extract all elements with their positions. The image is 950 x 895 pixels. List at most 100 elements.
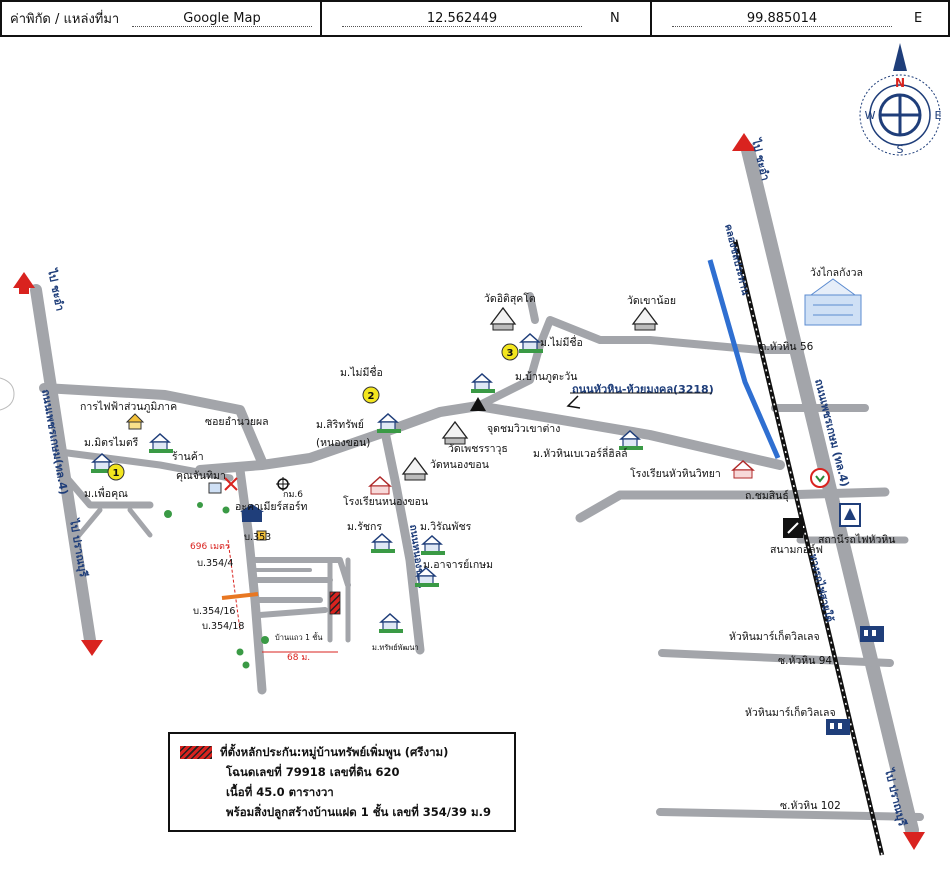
- label-ban-taeo: บ้านแถว 1 ชั้น: [275, 632, 322, 642]
- svg-text:1: 1: [113, 468, 120, 479]
- label-mai-mi-chue-1: ม.ไม่มีชื่อ: [340, 365, 383, 379]
- house-icon: [148, 433, 174, 454]
- label-hua-hin-belvedere: ม.หัวหินเบเวอร์ลี่ฮิลล์: [533, 446, 628, 460]
- label-achan-kasem: ม.อาจารย์เกษม: [423, 558, 493, 571]
- fuel-icon: [810, 468, 830, 488]
- marker-1: 1: [107, 463, 125, 481]
- label-wang-klai-kangwon: วังไกลกังวล: [810, 266, 863, 279]
- chomsin-road: [575, 487, 890, 523]
- label-b354-16: บ.354/16: [193, 606, 235, 617]
- numbered-markers: 1 2 3: [107, 343, 519, 481]
- direction-arrows: [13, 133, 925, 850]
- market-icon: [826, 719, 850, 735]
- palace-icon: [804, 278, 862, 326]
- label-akhane: อะคาเมียร์สอร์ท: [235, 500, 308, 513]
- road-pointer-arrow: [566, 392, 712, 409]
- pea-icon: [125, 413, 145, 430]
- label-soi-94: ซ.หัวหิน 94: [778, 655, 832, 667]
- label-virunphat: ม.วิรัณพัชร: [420, 521, 472, 533]
- soi-amnuayphon-road: [235, 465, 267, 695]
- label-wat-khao-noi: วัดเขาน้อย: [627, 295, 676, 307]
- market-icon: [860, 626, 884, 642]
- label-school-nongkhon: โรงเรียนหนองขอน: [343, 495, 428, 508]
- location-map[interactable]: N S E W ถนนหัวหิน-ห้วยมงคล(3218) ไป ชะอำ…: [0, 37, 950, 895]
- label-mit-maitri: ม.มิตรไมตรี: [84, 436, 139, 449]
- marker-2: 2: [362, 386, 380, 404]
- compass-s-label: S: [897, 143, 904, 156]
- label-soi-102: ซ.หัวหิน 102: [780, 800, 841, 812]
- label-nongkhon-paren: (หนองขอน): [316, 437, 370, 449]
- label-km6: กม.6: [283, 490, 303, 500]
- latitude-value: 12.562449: [342, 11, 582, 27]
- label-mai-mi-chue-2: ม.ไม่มีชื่อ: [540, 335, 583, 349]
- shop-icon: [208, 482, 222, 494]
- compass-e-label: E: [935, 109, 942, 122]
- label-soi-amnuayphon: ซอยอำนวยผล: [205, 416, 269, 428]
- collateral-swatch-icon: [180, 746, 212, 759]
- latitude-direction: N: [610, 11, 620, 26]
- wat-khao-noi-road: [474, 316, 764, 410]
- label-khun-jan: คุณจันทิมา: [176, 470, 226, 482]
- golf-icon: [783, 518, 803, 538]
- left-highway: [30, 284, 96, 646]
- coordinates-header: ค่าพิกัด / แหล่งที่มา Google Map 12.5624…: [0, 0, 950, 37]
- temple-icon: [632, 307, 658, 331]
- soi-102-road: [656, 808, 924, 821]
- railway-label: ทางรถไฟสายใต้: [807, 553, 836, 624]
- legend-title: ที่ตั้งหลักประกัน:หมู่บ้านทรัพย์เพิ่มพูน…: [220, 745, 449, 759]
- temple-icon: [490, 307, 516, 331]
- railway: [732, 239, 885, 856]
- svg-text:3: 3: [507, 348, 514, 359]
- label-market-village-2: หัวหินมาร์เก็ตวิลเลจ: [745, 705, 836, 719]
- longitude-direction: E: [914, 11, 923, 26]
- legend-line-3: เนื้อที่ 45.0 ตารางวา: [226, 785, 334, 799]
- longitude-cell: 99.885014 E: [652, 2, 948, 35]
- compass-w-label: W: [865, 109, 876, 122]
- hua-hin-huai-mongkhon-road: [195, 401, 785, 475]
- label-pea: การไฟฟ้าส่วนภูมิภาค: [80, 400, 177, 413]
- school-icon: [368, 475, 392, 495]
- arrow-south-right: [903, 832, 925, 850]
- crosshair-icon: [276, 477, 290, 491]
- location-label: ค่าพิกัด / แหล่งที่มา: [10, 12, 120, 27]
- pea-road: [39, 383, 267, 467]
- legend-line-2: โฉนดเลขที่ 79918 เลขที่ดิน 620: [226, 765, 400, 779]
- canal-label: คลองชลประทาน: [722, 223, 751, 297]
- label-phuea-khun: ม.เพื่อคุณ: [84, 486, 128, 500]
- label-wat-nongkhon: วัดหนองขอน: [430, 459, 489, 471]
- arrow-north-right: [732, 133, 756, 151]
- label-b354-4: บ.354/4: [197, 558, 233, 569]
- map-legend: ที่ตั้งหลักประกัน:หมู่บ้านทรัพย์เพิ่มพูน…: [168, 732, 516, 832]
- tree-icons: [164, 502, 269, 669]
- arrow-south-left: [81, 640, 103, 656]
- legend-line-1: ที่ตั้งหลักประกัน:หมู่บ้านทรัพย์เพิ่มพูน…: [180, 742, 504, 762]
- label-ratchakorn: ม.รัชกร: [347, 521, 382, 533]
- subject-property-marker[interactable]: [329, 591, 341, 615]
- soi-94-road: [658, 649, 894, 667]
- label-wat-ittisukhothai: วัดอิติสุคโต: [484, 292, 536, 305]
- junction-x-icon: [224, 477, 238, 491]
- house-353-icon: [256, 530, 267, 541]
- compass-rose-icon: N S E W: [859, 43, 942, 156]
- house-icon: [378, 613, 404, 634]
- label-sirisap: ม.สิริทรัพย์: [316, 418, 364, 431]
- source-cell: ค่าพิกัด / แหล่งที่มา Google Map: [2, 2, 322, 35]
- train-station-icon: [839, 503, 861, 527]
- label-b353: บ.353: [244, 532, 271, 543]
- label-viewpoint: จุดชมวิวเขาต่าง: [487, 423, 560, 435]
- resort-icon: [240, 504, 264, 522]
- nongkhon-road: [380, 427, 425, 655]
- svg-text:2: 2: [368, 391, 375, 402]
- label-sap-phatthana: ม.ทรัพย์พัฒนา: [372, 643, 419, 652]
- label-golf: สนามกอล์ฟ: [770, 543, 823, 556]
- distance-68m: 68 ม.: [287, 653, 310, 663]
- temple-icon: [402, 457, 428, 481]
- label-station: สถานีรถไฟหัวหิน: [818, 533, 895, 546]
- temple-icon: [442, 421, 468, 445]
- label-shop: ร้านค้า: [172, 451, 204, 463]
- label-market-village-1: หัวหินมาร์เก็ตวิลเลจ: [729, 629, 820, 643]
- arrow-north-left: [13, 272, 35, 288]
- wat-itti-road: [526, 292, 539, 324]
- house-icon: [370, 533, 396, 554]
- label-chomsin: ถ.ชมสินธุ์: [745, 489, 789, 502]
